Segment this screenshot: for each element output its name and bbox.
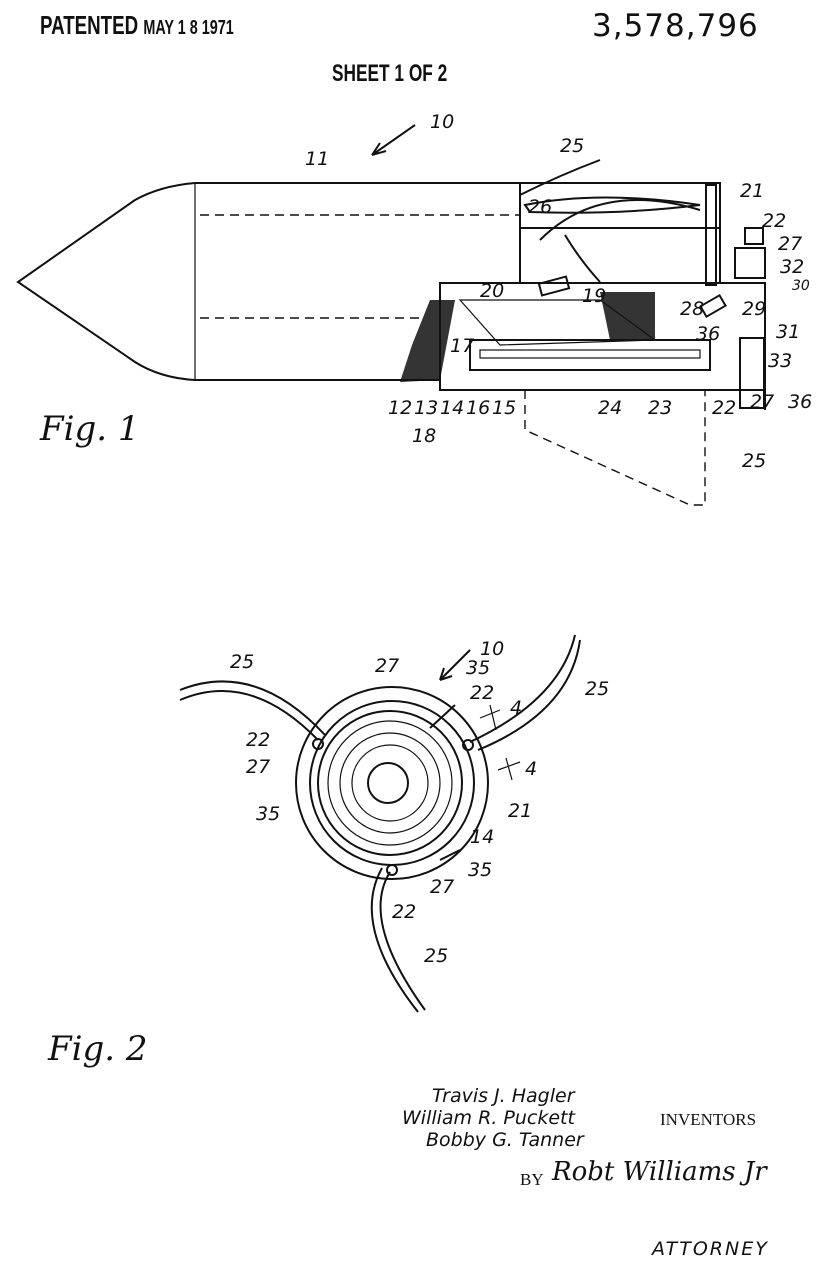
reference-numeral: 27	[430, 876, 454, 898]
reference-numeral: 32	[780, 256, 804, 278]
sheet-number: SHEET 1 OF 2	[332, 60, 448, 87]
patented-label: PATENTED MAY 1 8 1971	[40, 10, 234, 41]
reference-numeral: 11	[305, 148, 329, 170]
reference-numeral: 35	[466, 657, 490, 679]
reference-numeral: 25	[585, 678, 609, 700]
inventor-name: Travis J. Hagler	[432, 1085, 575, 1107]
reference-numeral: 27	[750, 391, 774, 413]
patented-text: PATENTED	[40, 10, 139, 40]
fig2-drawing	[179, 634, 581, 1013]
fig2-labels: 10 25 27 35 22 4 25 22 27 35 4 21 14 35 …	[47, 638, 609, 1069]
reference-numeral: 17	[450, 335, 474, 357]
fig1-title: Fig. 1	[39, 409, 139, 449]
reference-numeral: 21	[508, 800, 532, 822]
reference-numeral: 10	[430, 111, 454, 133]
reference-numeral: 35	[468, 859, 492, 881]
reference-numeral: 25	[560, 135, 584, 157]
reference-numeral: 25	[424, 945, 448, 967]
reference-numeral: 24	[598, 397, 622, 419]
reference-numeral: 14	[440, 397, 464, 419]
reference-numeral: 35	[256, 803, 280, 825]
reference-numeral: 27	[246, 756, 270, 778]
reference-numeral: 27	[375, 655, 399, 677]
reference-numeral: 21	[740, 180, 764, 202]
inventors-label: INVENTORS	[660, 1110, 757, 1129]
reference-numeral: 14	[470, 826, 494, 848]
inventor-name: William R. Puckett	[402, 1107, 575, 1129]
reference-numeral: 22	[762, 210, 786, 232]
reference-numeral: 22	[470, 682, 494, 704]
reference-numeral: 36	[696, 323, 720, 345]
reference-numeral: 4	[525, 758, 537, 780]
reference-numeral: 28	[680, 298, 704, 320]
reference-numeral: 33	[768, 350, 792, 372]
reference-numeral: 10	[480, 638, 504, 660]
attorney-label: ATTORNEY	[652, 1238, 769, 1260]
fig1-labels: 10 11 25 26 21 22 27 32 30 20 19 28 29 3…	[39, 111, 812, 472]
reference-numeral: 18	[412, 425, 436, 447]
reference-numeral: 29	[742, 298, 766, 320]
attorney-signature: Robt Williams Jr	[552, 1157, 767, 1187]
reference-numeral: 23	[648, 397, 672, 419]
reference-numeral: 30	[792, 278, 810, 294]
fig2-title: Fig. 2	[47, 1029, 147, 1069]
reference-numeral: 16	[466, 397, 490, 419]
patent-date: MAY 1 8 1971	[143, 17, 234, 39]
reference-numeral: 4	[510, 697, 522, 719]
fig1-drawing	[16, 124, 766, 506]
by-label: BY	[520, 1170, 544, 1189]
reference-numeral: 13	[414, 397, 438, 419]
inventor-name: Bobby G. Tanner	[426, 1129, 584, 1151]
reference-numeral: 31	[776, 321, 800, 343]
reference-numeral: 19	[582, 285, 606, 307]
patent-number: 3,578,796	[592, 8, 759, 44]
reference-numeral: 36	[788, 391, 812, 413]
reference-numeral: 25	[230, 651, 254, 673]
reference-numeral: 22	[246, 729, 270, 751]
reference-numeral: 26	[528, 196, 552, 218]
reference-numeral: 27	[778, 233, 802, 255]
reference-numeral: 20	[480, 280, 504, 302]
reference-numeral: 25	[742, 450, 766, 472]
reference-numeral: 15	[492, 397, 516, 419]
reference-numeral: 12	[388, 397, 412, 419]
reference-numeral: 22	[712, 397, 736, 419]
reference-numeral: 22	[392, 901, 416, 923]
